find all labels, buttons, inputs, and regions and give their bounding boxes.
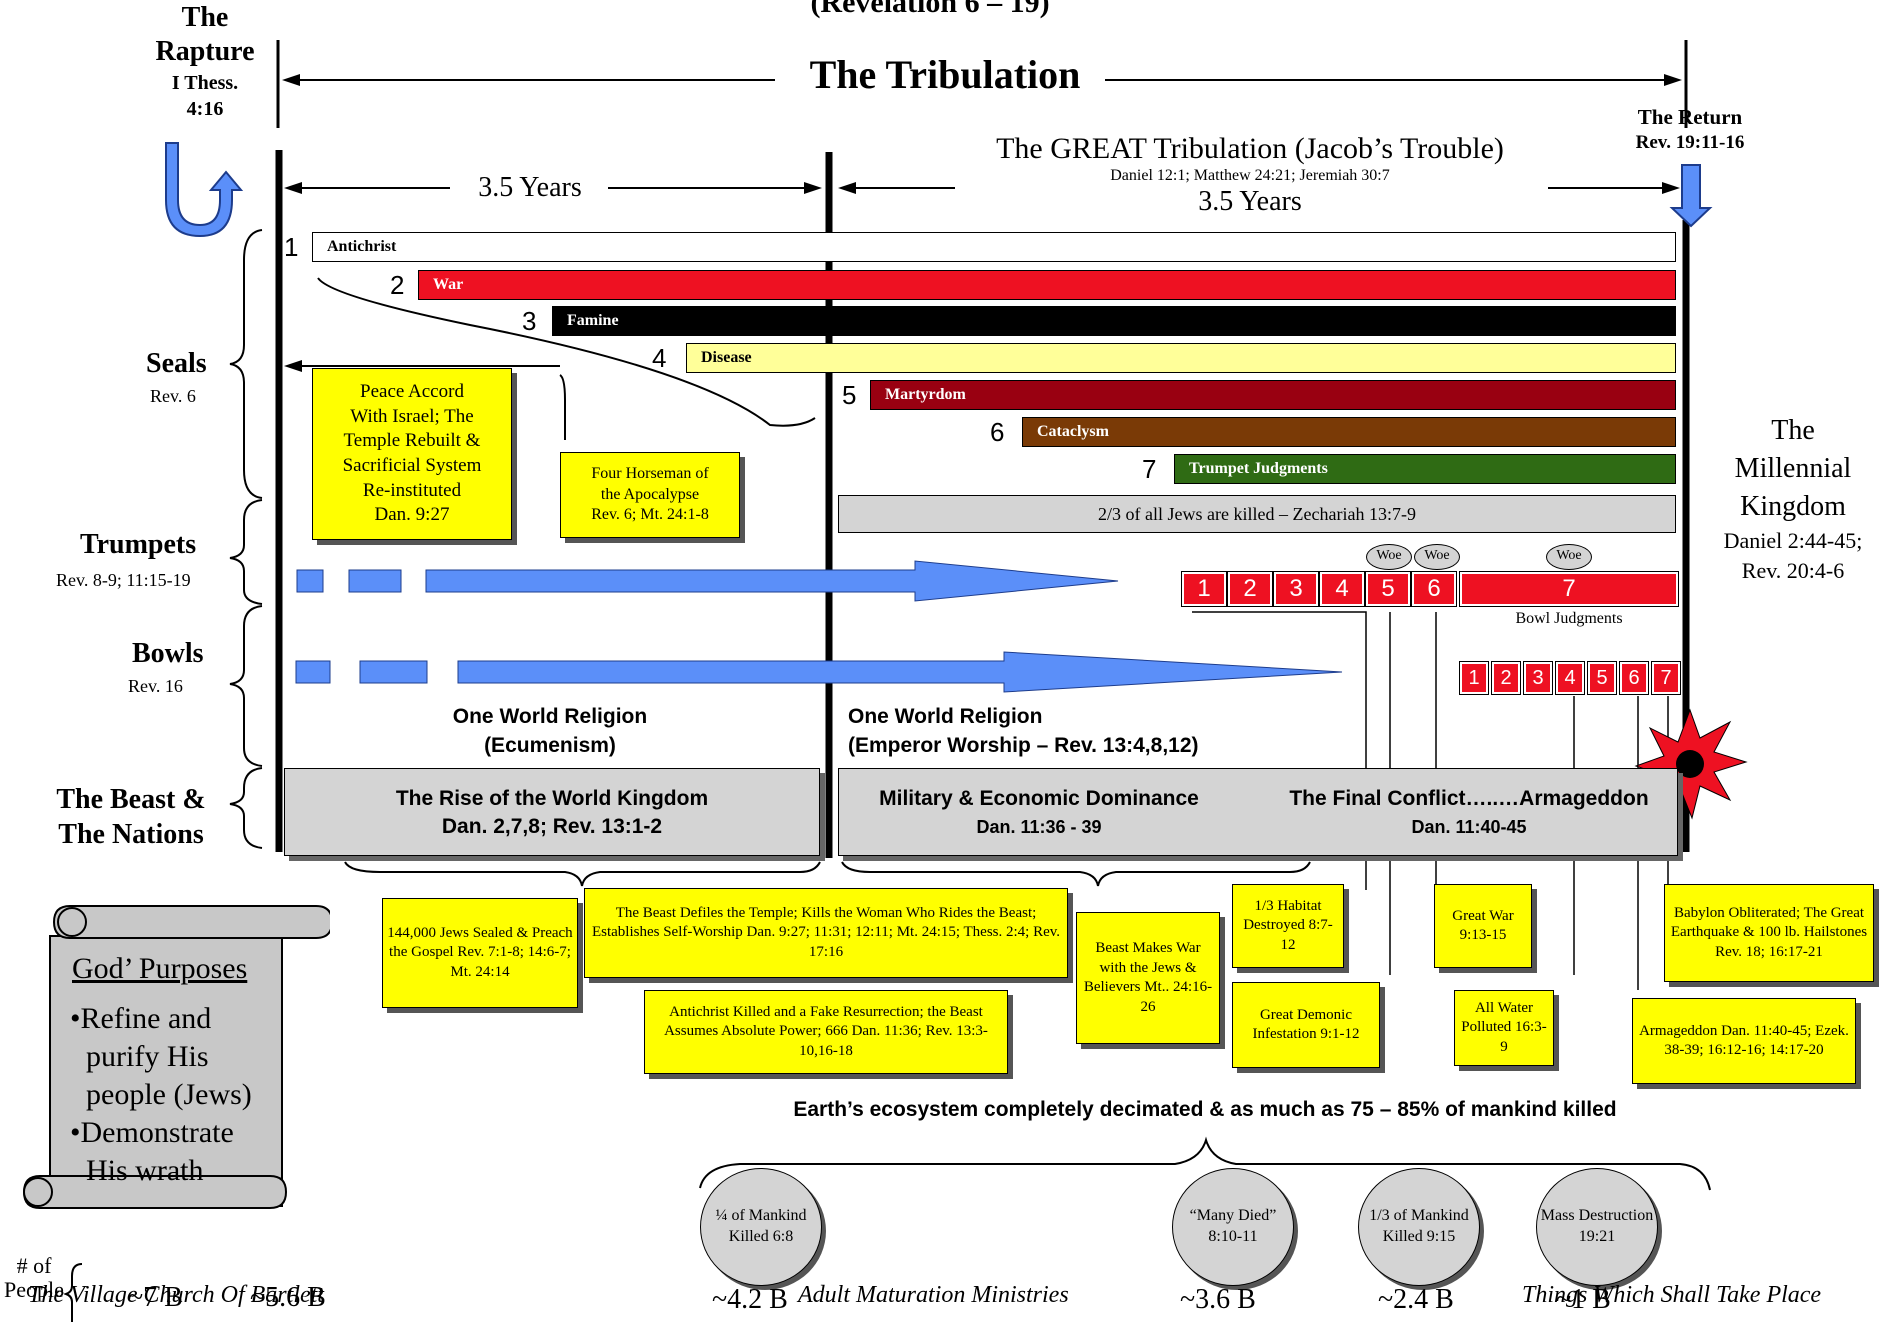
bowl-1: 1 bbox=[1459, 661, 1489, 695]
seal-number-5: 5 bbox=[842, 380, 857, 410]
footer-tagline: Things Which Shall Take Place bbox=[1522, 1282, 1822, 1308]
trumpet-6: 6 bbox=[1411, 571, 1457, 607]
seal-bar-cataclysm: Cataclysm bbox=[1022, 417, 1676, 447]
seal-number-7: 7 bbox=[1142, 454, 1157, 484]
armageddon-box: Armageddon Dan. 11:40-45; Ezek. 38-39; 1… bbox=[1632, 998, 1856, 1084]
beast-defiles-temple-box: The Beast Defiles the Temple; Kills the … bbox=[584, 888, 1068, 978]
return-label: The Return Rev. 19:11-16 bbox=[1635, 105, 1745, 153]
people-3-6b: ~3.6 B bbox=[1180, 1284, 1256, 1315]
great-tribulation: The GREAT Tribulation (Jacob’s Trouble) … bbox=[996, 132, 1504, 217]
bowl-7: 7 bbox=[1651, 661, 1681, 695]
rapture-label: The Rapture I Thess. 4:16 bbox=[155, 2, 255, 120]
seal-bar-martyrdom: Martyrdom bbox=[870, 380, 1676, 410]
footer-church: The Village Church Of Bartlett bbox=[28, 1282, 324, 1308]
jews-sealed-box: 144,000 Jews Sealed & Preach the Gospel … bbox=[382, 898, 578, 1008]
seals-label: Seals bbox=[146, 348, 207, 379]
main-title: The Tribulation bbox=[809, 52, 1081, 97]
people-5-6b: ~5.6 B bbox=[250, 1282, 326, 1313]
people-4-2b: ~4.2 B bbox=[712, 1284, 788, 1315]
seal-bar-war: War bbox=[418, 270, 1676, 300]
seal-number-3: 3 bbox=[522, 306, 537, 336]
religion-emperor-worship: One World Religion(Emperor Worship – Rev… bbox=[848, 705, 1199, 757]
trumpet-4: 4 bbox=[1319, 571, 1365, 607]
bowl-judgments-label: Bowl Judgments bbox=[1515, 610, 1623, 627]
trumpet-5: 5 bbox=[1365, 571, 1411, 607]
death-circle-third: 1/3 of Mankind Killed 9:15 bbox=[1358, 1168, 1480, 1286]
death-circle-quarter: ¼ of Mankind Killed 6:8 bbox=[700, 1168, 822, 1286]
babylon-obliterated-box: Babylon Obliterated; The Great Earthquak… bbox=[1664, 884, 1874, 982]
seal-number-6: 6 bbox=[990, 417, 1005, 447]
bowls-ref: Rev. 16 bbox=[128, 676, 183, 696]
death-circle-many-died: “Many Died” 8:10-11 bbox=[1172, 1168, 1294, 1286]
habitat-destroyed-box: 1/3 Habitat Destroyed 8:7-12 bbox=[1232, 884, 1344, 968]
trumpets-label: Trumpets bbox=[80, 529, 197, 560]
footer-ministry: Adult Maturation Ministries bbox=[798, 1282, 1069, 1308]
woe-marker-5: Woe bbox=[1366, 544, 1412, 570]
people-brace bbox=[64, 1263, 83, 1322]
seal-bar-trumpet-judgments: Trumpet Judgments bbox=[1174, 454, 1676, 484]
religion-ecumenism: One World Religion(Ecumenism) bbox=[452, 705, 648, 757]
bowl-3: 3 bbox=[1523, 661, 1553, 695]
header-subtitle: (Revelation 6 – 19) bbox=[810, 0, 1050, 19]
seal-bar-disease: Disease bbox=[686, 343, 1676, 373]
final-conflict-box: Military & Economic Dominance Dan. 11:36… bbox=[838, 768, 1678, 856]
seal-bar-famine: Famine bbox=[552, 306, 1676, 336]
water-polluted-box: All Water Polluted 16:3-9 bbox=[1454, 990, 1554, 1066]
woe-marker-7: Woe bbox=[1546, 544, 1592, 570]
millennial-kingdom: The Millennial Kingdom Daniel 2:44-45; R… bbox=[1723, 415, 1863, 583]
bowls-label: Bowls bbox=[132, 638, 204, 669]
trumpet-3: 3 bbox=[1273, 571, 1319, 607]
seal-number-2: 2 bbox=[390, 270, 405, 300]
seal-bar-antichrist: Antichrist bbox=[312, 232, 1676, 262]
seal-number-4: 4 bbox=[652, 343, 667, 373]
bowl-6: 6 bbox=[1619, 661, 1649, 695]
first-half-years: 3.5 Years bbox=[478, 172, 582, 203]
trumpet-2: 2 bbox=[1227, 571, 1273, 607]
people-7b: ~7 B bbox=[128, 1282, 183, 1313]
bowl-4: 4 bbox=[1555, 661, 1585, 695]
purposes-scroll bbox=[22, 905, 330, 1209]
bowl-2: 2 bbox=[1491, 661, 1521, 695]
great-war-box: Great War 9:13-15 bbox=[1434, 884, 1532, 968]
beast-nations-label: The Beast & The Nations bbox=[56, 784, 206, 850]
woe-marker-6: Woe bbox=[1414, 544, 1460, 570]
trumpet-7: 7 bbox=[1459, 571, 1679, 607]
ecosystem-statement: Earth’s ecosystem completely decimated &… bbox=[793, 1098, 1617, 1121]
people-1b: ~1 B bbox=[1556, 1284, 1611, 1315]
seals-ref: Rev. 6 bbox=[150, 386, 196, 406]
purposes-title: God’ Purposes bbox=[72, 952, 248, 985]
purposes-list: •Refine and purify His people (Jews) •De… bbox=[70, 1002, 252, 1187]
beast-makes-war-box: Beast Makes War with the Jews & Believer… bbox=[1076, 912, 1220, 1044]
people-2-4b: ~2.4 B bbox=[1378, 1284, 1454, 1315]
death-circle-mass-destruction: Mass Destruction 19:21 bbox=[1536, 1168, 1658, 1286]
antichrist-killed-box: Antichrist Killed and a Fake Resurrectio… bbox=[644, 990, 1008, 1074]
seal-number-1: 1 bbox=[284, 232, 299, 262]
demonic-infestation-box: Great Demonic Infestation 9:1-12 bbox=[1232, 982, 1380, 1068]
trumpets-ref: Rev. 8-9; 11:15-19 bbox=[56, 570, 191, 590]
jews-killed-banner: 2/3 of all Jews are killed – Zechariah 1… bbox=[838, 495, 1676, 533]
trumpet-1: 1 bbox=[1181, 571, 1227, 607]
bowl-5: 5 bbox=[1587, 661, 1617, 695]
